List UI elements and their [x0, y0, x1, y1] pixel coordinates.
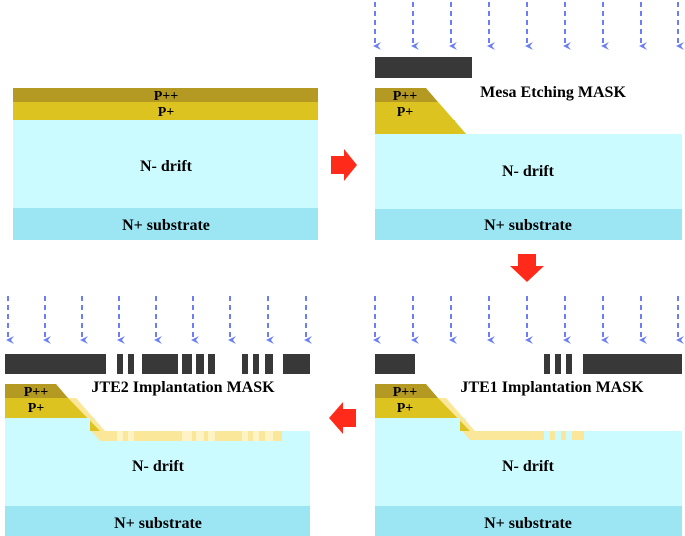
panel-jte2-implantation: P++ P+ JTE2 Implantation MASK N- drift N…: [5, 296, 312, 536]
jte2-implant-region: [68, 398, 282, 441]
jte-stripe: [208, 431, 215, 441]
mask-segment: [265, 354, 273, 374]
mask-segment: [208, 354, 215, 374]
p-plus-plus-label: P++: [24, 385, 49, 400]
p-plus-label: P+: [28, 401, 45, 416]
n-drift-layer: [375, 120, 682, 209]
panel-jte1-implantation: P++ P+ JTE1 Implantation MASK N- drift N…: [373, 296, 684, 536]
implant-arrows-row: [373, 296, 684, 344]
mask-segment: [5, 354, 106, 374]
jte-stripe: [566, 431, 572, 440]
p-plus-plus-label: P++: [393, 89, 418, 104]
panel-mesa-etching: P++ P+ Mesa Etching MASK N- drift N+ sub…: [373, 2, 684, 240]
p-plus-plus-layer: [375, 384, 438, 398]
n-substrate-layer: [375, 506, 682, 536]
mask-segment: [583, 354, 682, 374]
implant-arrows-row: [373, 2, 684, 50]
jte1-implant-stripes: [544, 431, 572, 440]
n-substrate-label: N+ substrate: [484, 217, 572, 234]
n-drift-label: N- drift: [502, 163, 555, 180]
jte-stripe: [196, 431, 204, 441]
n-substrate-label: N+ substrate: [484, 515, 572, 532]
jte-stripe: [555, 431, 561, 440]
mask-segment: [242, 354, 248, 374]
jte-stripe: [117, 431, 123, 441]
mask-segment: [375, 354, 415, 374]
n-drift-label: N- drift: [502, 458, 555, 475]
mask-segment: [283, 354, 310, 374]
n-substrate-layer: [13, 208, 318, 240]
p-plus-plus-label: P++: [154, 89, 179, 104]
p-plus-plus-layer: [5, 384, 68, 398]
jte-stripe: [128, 431, 134, 441]
mask-segment: [253, 354, 259, 374]
mask-segment: [566, 354, 572, 374]
p-plus-layer-slope: [375, 102, 466, 134]
p-plus-label: P+: [397, 401, 414, 416]
mask-segment: [182, 354, 192, 374]
jte-stripe: [182, 431, 192, 441]
jte2-mask: [5, 354, 310, 374]
n-drift-layer: [13, 120, 318, 208]
jte1-mask-label: JTE1 Implantation MASK: [460, 379, 644, 396]
n-substrate-layer: [5, 506, 310, 536]
jte-stripe: [242, 431, 248, 441]
p-plus-layer: [13, 102, 318, 120]
n-drift-layer: [375, 418, 682, 506]
n-substrate-label: N+ substrate: [114, 515, 202, 532]
jte2-mask-label: JTE2 Implantation MASK: [91, 379, 275, 396]
process-arrow-left: [329, 402, 356, 434]
n-drift-under-mesa: [5, 418, 90, 431]
p-plus-plus-label: P++: [393, 385, 418, 400]
mesa-mask-bar: [375, 57, 472, 78]
n-substrate-label: N+ substrate: [122, 217, 210, 234]
p-plus-label: P+: [397, 105, 414, 120]
mesa-mask-label: Mesa Etching MASK: [480, 84, 626, 101]
jte-stripe: [265, 431, 273, 441]
jte-stripe: [253, 431, 259, 441]
jte2-implant-stripes: [117, 431, 273, 441]
mask-segment: [142, 354, 178, 374]
mask-segment: [117, 354, 123, 374]
p-plus-plus-layer: [375, 88, 438, 102]
mask-segment: [544, 354, 550, 374]
mask-segment: [128, 354, 134, 374]
jte1-mask: [375, 354, 682, 374]
jte-stripe: [544, 431, 550, 440]
panel-initial-wafer: P++ P+ N- drift N+ substrate: [13, 88, 318, 240]
n-drift-under-mesa: [375, 418, 460, 431]
mask-segment: [196, 354, 204, 374]
n-substrate-layer: [375, 209, 682, 240]
n-drift-label: N- drift: [140, 158, 193, 175]
mask-segment: [555, 354, 561, 374]
n-drift-label: N- drift: [132, 458, 185, 475]
p-plus-label: P+: [158, 105, 175, 120]
implant-arrows-row: [6, 296, 312, 344]
process-arrow-down: [510, 254, 544, 282]
p-plus-plus-layer: [13, 88, 318, 102]
process-arrow-right: [331, 149, 357, 181]
